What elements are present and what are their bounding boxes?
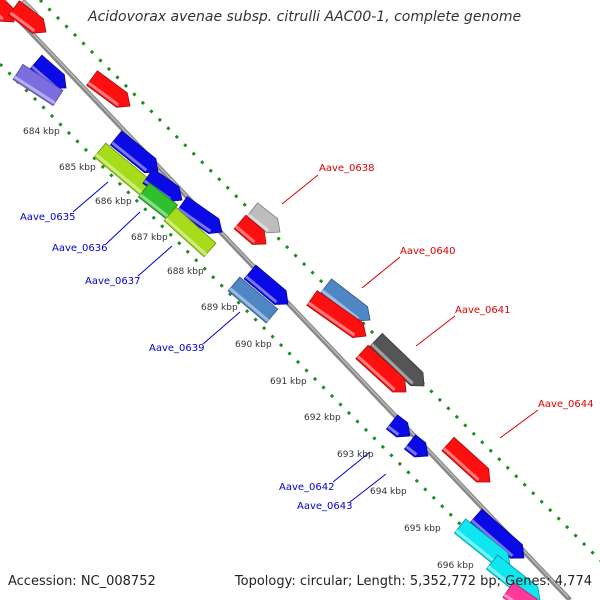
label-leader-line bbox=[415, 315, 456, 347]
tick-label: 684 kbp bbox=[23, 127, 60, 137]
gene-arrow-green_mid bbox=[137, 182, 179, 220]
tick-label: 694 kbp bbox=[370, 487, 407, 497]
gene-highlight bbox=[87, 81, 120, 107]
gene-highlight bbox=[0, 14, 4, 21]
tick-label: 688 kbp bbox=[167, 267, 204, 277]
label-leader-line bbox=[499, 409, 539, 439]
inner-track-dots bbox=[0, 62, 538, 600]
gene-highlight bbox=[164, 217, 207, 256]
gene-label[interactable]: Aave_0644 bbox=[538, 399, 594, 410]
gene-label[interactable]: Aave_0641 bbox=[455, 305, 511, 316]
tick-label: 692 kbp bbox=[304, 413, 341, 423]
gene-highlight bbox=[245, 275, 278, 304]
gene-arrow-red bbox=[233, 214, 267, 245]
gene-highlight bbox=[471, 519, 514, 558]
gene-highlight bbox=[95, 153, 146, 196]
gene-highlight bbox=[307, 301, 356, 337]
gene-label[interactable]: Aave_0643 bbox=[297, 501, 353, 512]
gene-arrow-cyan bbox=[453, 518, 511, 568]
gene-label[interactable]: Aave_0638 bbox=[319, 163, 375, 174]
gene-arrow-blue bbox=[176, 196, 223, 235]
gene-highlight bbox=[442, 447, 480, 481]
gene-highlight bbox=[503, 593, 515, 600]
label-leader-line bbox=[72, 181, 109, 213]
label-leader-line bbox=[281, 174, 319, 205]
gene-arrow-blue bbox=[243, 264, 289, 305]
gene-arrow-steelblue bbox=[227, 276, 279, 324]
gene-highlight bbox=[177, 207, 212, 233]
tick-label: 689 kbp bbox=[201, 303, 238, 313]
gene-label[interactable]: Aave_0636 bbox=[52, 243, 108, 254]
label-leader-line bbox=[137, 245, 173, 277]
gene-arrow-blue bbox=[109, 130, 159, 174]
gene-highlight bbox=[111, 141, 148, 172]
gene-arrow-pink bbox=[502, 582, 538, 600]
tick-label: 695 kbp bbox=[404, 524, 441, 534]
accession-text: Accession: NC_008752 bbox=[8, 574, 156, 589]
gene-arrow-red bbox=[355, 344, 407, 393]
tick-label: 691 kbp bbox=[270, 377, 307, 387]
gene-highlight bbox=[9, 11, 36, 32]
gene-arrow-red bbox=[306, 290, 367, 339]
summary-text: Topology: circular; Length: 5,352,772 bp… bbox=[234, 574, 592, 589]
gene-highlight bbox=[356, 355, 396, 391]
label-leader-line bbox=[349, 473, 387, 503]
genome-title: Acidovorax avenae subsp. citrulli AAC00-… bbox=[88, 9, 522, 25]
gene-highlight bbox=[13, 75, 56, 105]
tick-label: 687 kbp bbox=[131, 233, 168, 243]
gene-highlight bbox=[405, 445, 418, 456]
gene-label[interactable]: Aave_0639 bbox=[149, 343, 205, 354]
gene-highlight bbox=[370, 343, 414, 385]
tick-label: 693 kbp bbox=[337, 450, 374, 460]
gene-arrow-green_light bbox=[163, 206, 217, 258]
gene-label[interactable]: Aave_0637 bbox=[85, 276, 141, 287]
label-leader-line bbox=[332, 451, 371, 483]
gene-highlight bbox=[235, 225, 256, 244]
gene-arrow-red bbox=[8, 0, 47, 34]
gene-label[interactable]: Aave_0640 bbox=[400, 246, 456, 257]
gene-highlight bbox=[139, 193, 170, 218]
gene-highlight bbox=[455, 529, 500, 566]
gene-label[interactable]: Aave_0635 bbox=[20, 212, 76, 223]
gene-arrow-red bbox=[441, 436, 491, 483]
gene-highlight bbox=[321, 289, 360, 320]
gene-highlight bbox=[387, 425, 400, 436]
gene-label[interactable]: Aave_0642 bbox=[279, 482, 335, 493]
tick-label: 686 kbp bbox=[95, 197, 132, 207]
tick-label: 685 kbp bbox=[59, 163, 96, 173]
tick-label: 690 kbp bbox=[235, 340, 272, 350]
gene-arrow-purple bbox=[12, 63, 64, 107]
gene-highlight bbox=[247, 213, 270, 232]
label-leader-line bbox=[105, 211, 141, 245]
label-leader-line bbox=[361, 256, 401, 289]
gene-arrow-red bbox=[86, 70, 131, 108]
label-leader-line bbox=[202, 311, 241, 345]
tick-label: 696 kbp bbox=[437, 561, 474, 571]
gene-highlight bbox=[229, 287, 270, 322]
